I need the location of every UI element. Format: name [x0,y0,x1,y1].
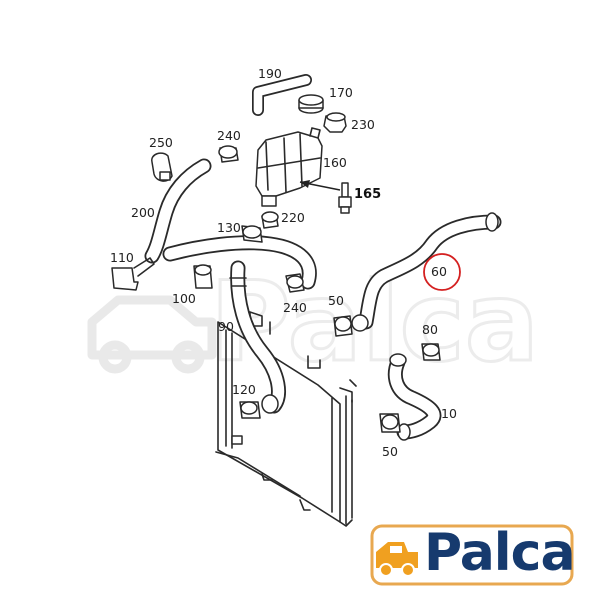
label-10: 10 [441,406,457,421]
cap-230 [323,112,347,133]
cap-170 [298,94,324,114]
palca-logo: Palca [366,522,578,588]
hose-90 [229,260,286,414]
label-100: 100 [172,291,196,306]
part-labels: 190 170 230 240 250 160 165 200 130 220 … [110,66,457,459]
expansion-tank-160 [255,127,323,207]
label-60: 60 [431,264,447,279]
hose-190 [252,74,312,116]
label-160: 160 [323,155,347,170]
clamps [111,145,441,433]
truck-icon [376,542,418,577]
hose-60 [351,212,502,332]
sensor-165 [299,180,352,214]
hose-200 [144,158,212,264]
label-240-lower: 240 [283,300,307,315]
label-130: 130 [217,220,241,235]
label-50-lower: 50 [382,444,398,459]
label-230: 230 [351,117,375,132]
label-90: 90 [218,319,234,334]
hose-lower [162,235,317,290]
label-120: 120 [232,382,256,397]
label-190: 190 [258,66,282,81]
label-220: 220 [281,210,305,225]
label-50-upper: 50 [328,293,344,308]
label-250: 250 [149,135,173,150]
highlight-circle-60 [423,253,461,291]
logo-frame [370,524,574,586]
label-240-top: 240 [217,128,241,143]
label-170: 170 [329,85,353,100]
hose-10 [387,353,442,441]
radiator [215,311,357,527]
label-165: 165 [354,187,381,202]
brand-name: Palca [424,523,576,583]
label-80: 80 [422,322,438,337]
label-110: 110 [110,250,134,265]
label-200: 200 [131,205,155,220]
